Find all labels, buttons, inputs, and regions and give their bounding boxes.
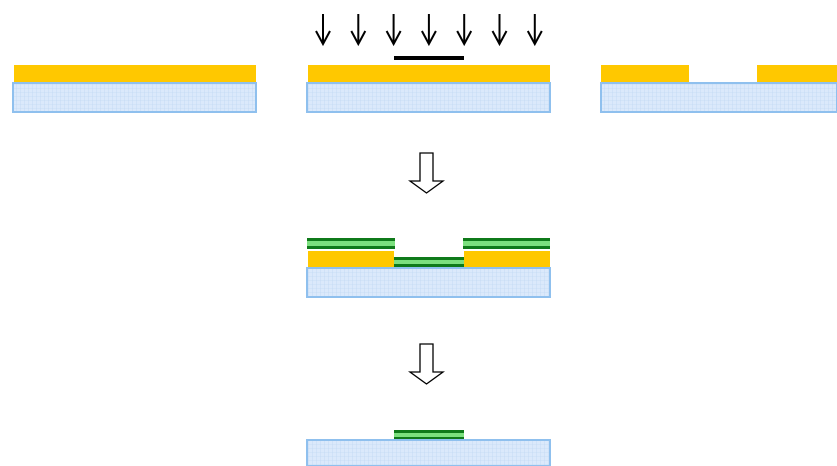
- substrate: [12, 82, 257, 113]
- film-on-resist-right: [463, 238, 550, 249]
- step-developed-resist: [600, 65, 837, 113]
- photoresist-layer: [14, 65, 256, 83]
- hollow-down-arrow-icon: [408, 343, 445, 385]
- photomask: [394, 56, 464, 60]
- exposure-arrow-icon: [350, 14, 367, 47]
- film-in-opening: [394, 257, 464, 267]
- photoresist-layer: [308, 65, 550, 83]
- photoresist-right: [464, 251, 550, 268]
- exposure-arrow-icon: [491, 14, 508, 47]
- step-resist-coated-substrate: [12, 65, 257, 113]
- exposure-arrow-icon: [421, 14, 437, 47]
- exposure-arrow-icon: [315, 14, 331, 47]
- photoresist-left: [308, 251, 394, 268]
- exposure-arrow-icon: [456, 14, 473, 47]
- exposure-arrow-icon: [526, 14, 543, 47]
- exposure-arrows: [315, 14, 543, 47]
- step-uv-exposure: [306, 14, 551, 113]
- film-on-resist-left: [307, 238, 395, 249]
- patterned-film: [394, 430, 464, 440]
- exposure-arrow-icon: [385, 14, 402, 47]
- substrate: [600, 82, 837, 113]
- step-film-deposition: [306, 238, 551, 298]
- photoresist-left: [601, 65, 689, 83]
- substrate: [306, 82, 551, 113]
- substrate: [306, 439, 551, 466]
- step-lift-off-result: [306, 430, 551, 466]
- substrate: [306, 267, 551, 298]
- photoresist-right: [757, 65, 837, 83]
- hollow-down-arrow-icon: [408, 152, 445, 194]
